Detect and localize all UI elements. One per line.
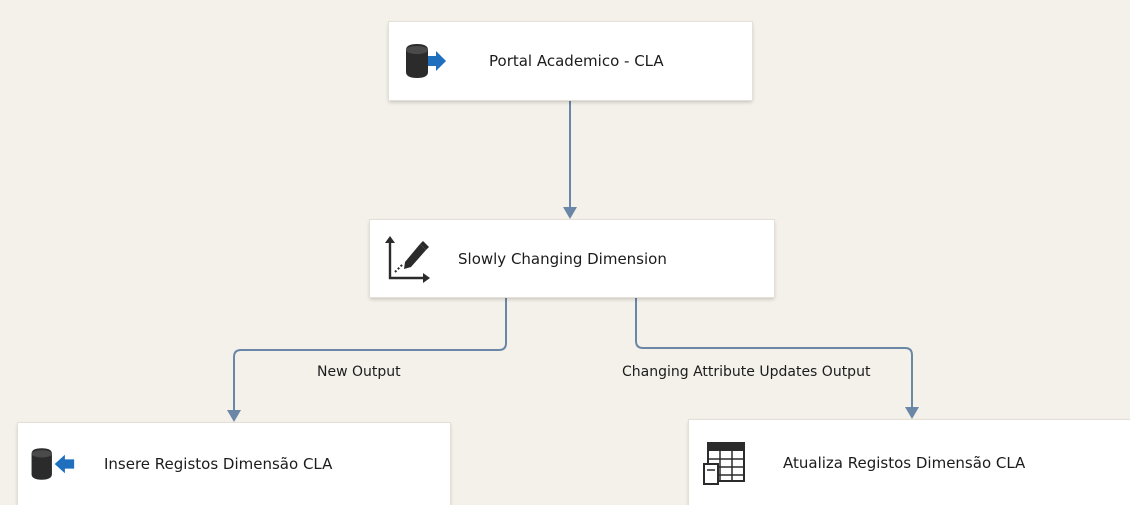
- connector-arrowhead: [563, 207, 577, 219]
- connector-scd-to-update[interactable]: [635, 298, 913, 408]
- ole-db-command-component[interactable]: Atualiza Registos Dimensão CLA: [689, 420, 1130, 505]
- slowly-changing-dimension-component[interactable]: Slowly Changing Dimension: [370, 220, 774, 297]
- database-destination-icon: [26, 444, 76, 484]
- ole-db-source-component[interactable]: Portal Academico - CLA: [389, 22, 752, 100]
- component-label: Atualiza Registos Dimensão CLA: [783, 453, 1026, 472]
- path-label-changing-attribute-updates-output[interactable]: Changing Attribute Updates Output: [622, 364, 871, 380]
- connector-arrowhead: [227, 410, 241, 422]
- path-label-new-output[interactable]: New Output: [317, 364, 401, 380]
- connector-scd-to-insert[interactable]: [233, 298, 507, 411]
- database-source-icon: [401, 41, 451, 81]
- component-label: Slowly Changing Dimension: [458, 249, 667, 268]
- component-label: Insere Registos Dimensão CLA: [104, 455, 333, 473]
- component-label: Portal Academico - CLA: [489, 52, 664, 70]
- ole-db-command-table-icon: [699, 441, 749, 485]
- ole-db-destination-component[interactable]: Insere Registos Dimensão CLA: [18, 423, 450, 505]
- slowly-changing-dimension-icon: [382, 235, 432, 283]
- connector-arrowhead: [905, 407, 919, 419]
